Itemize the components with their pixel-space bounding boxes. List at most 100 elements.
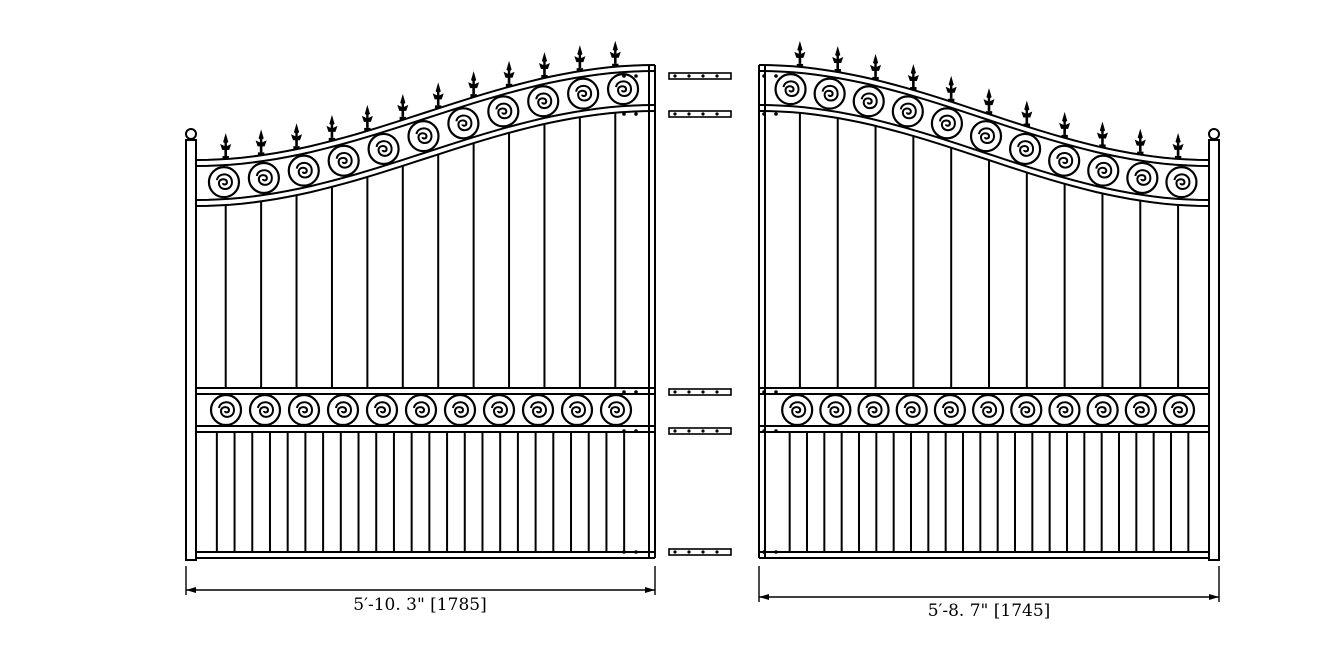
finial-icon bbox=[907, 64, 919, 91]
frame-bolt bbox=[634, 390, 638, 394]
right-width-label: 5′-8. 7" [1745] bbox=[928, 601, 1051, 621]
hinge-strap bbox=[668, 388, 732, 396]
left-dimension bbox=[185, 566, 656, 595]
upper-scroll-icon bbox=[527, 85, 560, 118]
hinge-strap bbox=[668, 548, 732, 556]
lower-scroll-icon bbox=[248, 393, 282, 427]
finial-icon bbox=[1059, 111, 1071, 138]
top-rail-inner bbox=[195, 70, 656, 167]
lower-scroll-icon bbox=[1162, 393, 1196, 427]
frame-bolt bbox=[622, 429, 626, 433]
finial-icon bbox=[609, 40, 621, 67]
upper-scroll-icon bbox=[1126, 161, 1159, 195]
upper-scroll-icon bbox=[207, 166, 241, 199]
lower-scroll-icon bbox=[521, 393, 555, 427]
left-width-label: 5′-10. 3" [1785] bbox=[353, 595, 486, 615]
finial-icon bbox=[432, 82, 444, 109]
lower-scroll-icon bbox=[781, 393, 814, 427]
finial-icon bbox=[538, 51, 550, 78]
hinge-bolt bbox=[687, 390, 691, 394]
finial-icon bbox=[870, 53, 882, 80]
frame-bolt bbox=[622, 550, 626, 554]
lower-scroll-icon bbox=[209, 393, 243, 427]
hinge-bolt bbox=[701, 390, 705, 394]
post-cap bbox=[1208, 128, 1220, 140]
gate-post bbox=[1208, 139, 1220, 561]
hinge-bolt bbox=[715, 390, 719, 394]
finial-icon bbox=[291, 123, 303, 150]
finial-icon bbox=[361, 104, 373, 131]
hinge-bolt bbox=[701, 74, 705, 78]
frame-bolt bbox=[762, 429, 766, 433]
finial-icon bbox=[832, 45, 844, 72]
lower-scroll-icon bbox=[819, 393, 852, 427]
upper-scroll-icon bbox=[1087, 154, 1120, 187]
finial-icon bbox=[1172, 132, 1184, 159]
upper-scroll-icon bbox=[891, 95, 924, 128]
hinge-bolt bbox=[673, 390, 677, 394]
upper-scroll-icon bbox=[1165, 166, 1198, 199]
frame-bolt bbox=[774, 550, 778, 554]
hinge-bolt bbox=[673, 429, 677, 433]
upper-scroll-icon bbox=[930, 107, 964, 140]
top-rail-lower-inner bbox=[195, 110, 656, 207]
upper-scroll-icon bbox=[327, 144, 360, 177]
upper-scroll-icon bbox=[813, 77, 846, 110]
lower-scroll-icon bbox=[971, 393, 1005, 427]
hinge-bolt bbox=[715, 74, 719, 78]
frame-bolt bbox=[762, 74, 766, 78]
finial-icon bbox=[1096, 121, 1108, 148]
upper-scroll-icon bbox=[1048, 144, 1081, 177]
top-rail-upper bbox=[195, 64, 656, 161]
upper-scroll-icon bbox=[774, 73, 807, 106]
gate-post bbox=[185, 139, 197, 561]
lower-scroll-icon bbox=[933, 393, 967, 427]
left-gate bbox=[185, 40, 656, 561]
lower-scroll-icon bbox=[404, 393, 438, 427]
lower-scroll-icon bbox=[482, 393, 516, 427]
finial-icon bbox=[255, 129, 267, 156]
finial-icon bbox=[1134, 128, 1146, 155]
finial-icon bbox=[326, 114, 338, 141]
hinge-bolt bbox=[715, 550, 719, 554]
frame-bolt bbox=[634, 112, 638, 116]
lower-scroll-icon bbox=[857, 393, 890, 427]
frame-bolt bbox=[762, 390, 766, 394]
frame-bolt bbox=[774, 112, 778, 116]
upper-scroll-icon bbox=[567, 77, 600, 110]
frame-bolt bbox=[622, 390, 626, 394]
finial-icon bbox=[574, 45, 586, 72]
hinge-bolt bbox=[673, 74, 677, 78]
lower-scroll-icon bbox=[1124, 393, 1157, 427]
upper-scroll-icon bbox=[367, 132, 400, 166]
hinge-bolt bbox=[715, 429, 719, 433]
finial-icon bbox=[503, 60, 515, 87]
finial-icon bbox=[794, 40, 806, 67]
frame-bolt bbox=[774, 429, 778, 433]
frame-bolt bbox=[634, 74, 638, 78]
frame-bolt bbox=[634, 429, 638, 433]
frame-bolt bbox=[634, 550, 638, 554]
hinge-bolt bbox=[701, 112, 705, 116]
upper-scroll-icon bbox=[1008, 132, 1042, 166]
lower-scroll-icon bbox=[1086, 393, 1119, 427]
lower-scroll-icon bbox=[560, 393, 594, 427]
lower-scroll-icon bbox=[365, 393, 399, 427]
lower-scroll-icon bbox=[1010, 393, 1043, 427]
top-rail-lower bbox=[195, 104, 656, 201]
right-dimension bbox=[758, 566, 1220, 602]
finial-icon bbox=[1021, 100, 1033, 127]
finial-icon bbox=[220, 133, 232, 160]
frame-bolt bbox=[622, 74, 626, 78]
lower-scroll-icon bbox=[599, 393, 633, 427]
hinge-bolt bbox=[701, 429, 705, 433]
frame-bolt bbox=[622, 112, 626, 116]
finial-icon bbox=[945, 75, 957, 102]
lower-scroll-icon bbox=[895, 393, 928, 427]
upper-scroll-icon bbox=[407, 120, 440, 153]
finial-icon bbox=[468, 71, 480, 98]
hinge-bolt bbox=[687, 74, 691, 78]
upper-scroll-icon bbox=[447, 107, 480, 140]
frame-bolt bbox=[774, 390, 778, 394]
